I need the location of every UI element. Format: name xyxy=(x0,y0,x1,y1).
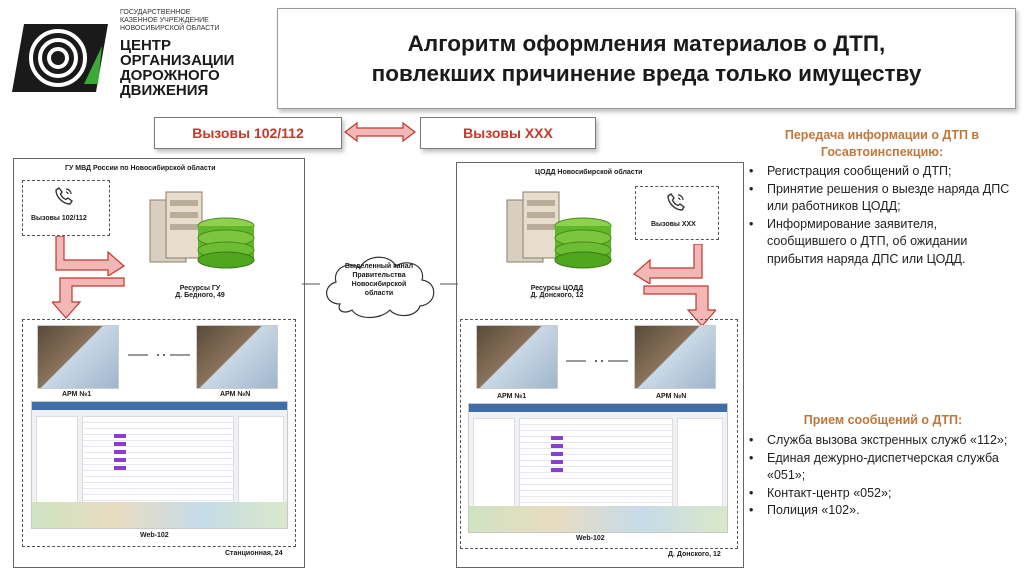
arm-photo-n-right xyxy=(634,325,716,389)
list-item: Единая дежурно-диспетчерская служба «051… xyxy=(747,450,1019,485)
arm-photo-n-left xyxy=(196,325,278,389)
arm-photo-1-left xyxy=(37,325,119,389)
list-item: Контакт-центр «052»; xyxy=(747,485,1019,503)
list-item: Регистрация сообщений о ДТП; xyxy=(747,163,1017,181)
address-left: Станционная, 24 xyxy=(225,550,283,557)
phone-icon-right xyxy=(666,192,686,212)
list-item: Информирование заявителя, сообщившего о … xyxy=(747,216,1017,269)
transfer-heading: Передача информации о ДТП в Госавтоинспе… xyxy=(747,127,1017,161)
list-item: Принятие решения о выезде наряда ДПС или… xyxy=(747,181,1017,216)
page-title: Алгоритм оформления материалов о ДТП, по… xyxy=(277,8,1016,109)
arm-dots-right xyxy=(566,358,628,364)
arrow-to-server-right xyxy=(630,244,710,284)
arm1-label-right: АРМ №1 xyxy=(497,393,526,400)
org-logo-icon xyxy=(10,22,110,94)
channel-connector xyxy=(302,282,458,286)
arm-dots-left xyxy=(128,352,190,358)
org-name: ЦЕНТР ОРГАНИЗАЦИИ ДОРОЖНОГО ДВИЖЕНИЯ xyxy=(120,38,234,98)
armn-label-left: АРМ №N xyxy=(220,391,250,398)
codd-header: ЦОДД Новосибирской области xyxy=(535,169,642,176)
web-label-right: Web-102 xyxy=(576,535,605,542)
phone-label-right: Вызовы ХХХ xyxy=(651,221,696,228)
org-subtitle: ГОСУДАРСТВЕННОЕ КАЗЕННОЕ УЧРЕЖДЕНИЕ НОВО… xyxy=(120,9,219,33)
list-item: Полиция «102». xyxy=(747,502,1019,520)
server-icon-right xyxy=(497,186,617,276)
calls-102-112-box: Вызовы 102/112 xyxy=(154,117,342,149)
server-icon xyxy=(140,186,260,276)
list-item: Служба вызова экстренных служб «112»; xyxy=(747,432,1019,450)
transfer-info-panel: Передача информации о ДТП в Госавтоинспе… xyxy=(747,127,1017,268)
resources-codd-label: Ресурсы ЦОДД Д. Донского, 12 xyxy=(512,285,602,299)
calls-xxx-box: Вызовы ХХХ xyxy=(420,117,596,149)
arm1-label-left: АРМ №1 xyxy=(62,391,91,398)
web-label-left: Web-102 xyxy=(140,532,169,539)
channel-label: Выделенный канал Правительства Новосибир… xyxy=(328,262,430,298)
receive-info-panel: Прием сообщений о ДТП: Служба вызова экс… xyxy=(747,412,1019,520)
double-arrow-icon xyxy=(343,121,417,143)
arrow-to-arm-left xyxy=(52,276,128,320)
receive-heading: Прием сообщений о ДТП: xyxy=(747,412,1019,429)
phone-icon xyxy=(54,186,74,206)
arrow-to-server-left xyxy=(48,236,128,276)
resources-gu-label: Ресурсы ГУ Д. Бедного, 49 xyxy=(160,285,240,299)
receive-list: Служба вызова экстренных служб «112»; Ед… xyxy=(747,432,1019,520)
armn-label-right: АРМ №N xyxy=(656,393,686,400)
web-102-screenshot-right xyxy=(468,403,728,533)
address-right: Д. Донского, 12 xyxy=(668,551,721,558)
gu-mvd-header: ГУ МВД России по Новосибирской области xyxy=(65,165,216,172)
transfer-list: Регистрация сообщений о ДТП; Принятие ре… xyxy=(747,163,1017,268)
arm-photo-1-right xyxy=(476,325,558,389)
web-102-screenshot-left xyxy=(31,401,288,529)
phone-label-left: Вызовы 102/112 xyxy=(31,215,87,222)
